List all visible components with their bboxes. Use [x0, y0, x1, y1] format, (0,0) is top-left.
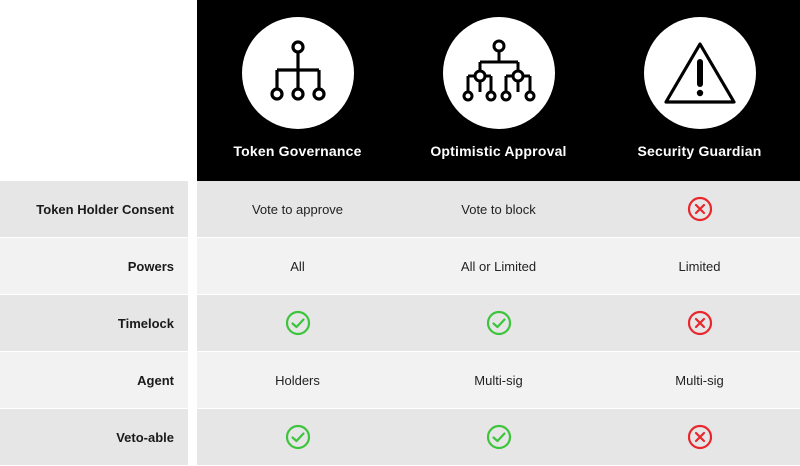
table-row: Veto-able: [0, 409, 800, 466]
column-title: Optimistic Approval: [430, 143, 567, 159]
check-icon: [398, 409, 599, 465]
row-gap: [188, 295, 197, 352]
table-cell: Multi-sig: [675, 372, 724, 388]
token-governance-icon-circle: [241, 17, 354, 129]
cross-icon: [599, 409, 800, 465]
warning-icon: [663, 42, 736, 104]
row-label: Agent: [0, 352, 188, 408]
check-icon: [398, 295, 599, 351]
table-cell: Multi-sig: [474, 372, 523, 388]
check-icon: [197, 295, 398, 351]
row-gap: [188, 238, 197, 295]
header-band: Token Governance: [197, 0, 800, 181]
column-header-optimistic-approval: Optimistic Approval: [398, 0, 599, 181]
table-cell: Limited: [678, 258, 721, 274]
row-label: Token Holder Consent: [0, 181, 188, 237]
column-title: Security Guardian: [637, 143, 762, 159]
security-guardian-icon-circle: [643, 17, 756, 129]
row-gap: [188, 409, 197, 466]
row-cells: Vote to approve Vote to block: [197, 181, 800, 237]
row-label: Timelock: [0, 295, 188, 351]
column-header-security-guardian: Security Guardian: [599, 0, 800, 181]
table-cell: Holders: [275, 372, 320, 388]
column-title: Token Governance: [233, 143, 362, 159]
tree-icon: [269, 40, 326, 101]
table-row: Powers All All or Limited Limited: [0, 238, 800, 295]
cross-icon: [599, 181, 800, 237]
cross-icon: [599, 295, 800, 351]
row-cells: [197, 409, 800, 465]
row-cells: [197, 295, 800, 351]
table-cell: All or Limited: [460, 258, 537, 274]
table-cell: Vote to block: [461, 201, 536, 217]
row-label: Veto-able: [0, 409, 188, 465]
row-cells: Holders Multi-sig Multi-sig: [197, 352, 800, 408]
table-cell: Vote to approve: [251, 201, 344, 217]
row-label: Powers: [0, 238, 188, 294]
column-header-token-governance: Token Governance: [197, 0, 398, 181]
check-icon: [197, 409, 398, 465]
row-gap: [188, 181, 197, 238]
row-gap: [188, 352, 197, 409]
table-row: Agent Holders Multi-sig Multi-sig: [0, 352, 800, 409]
row-cells: All All or Limited Limited: [197, 238, 800, 294]
table-row: Timelock: [0, 295, 800, 352]
multi-tree-icon: [462, 39, 535, 102]
table-cell: All: [290, 258, 305, 274]
optimistic-approval-icon-circle: [442, 17, 555, 129]
